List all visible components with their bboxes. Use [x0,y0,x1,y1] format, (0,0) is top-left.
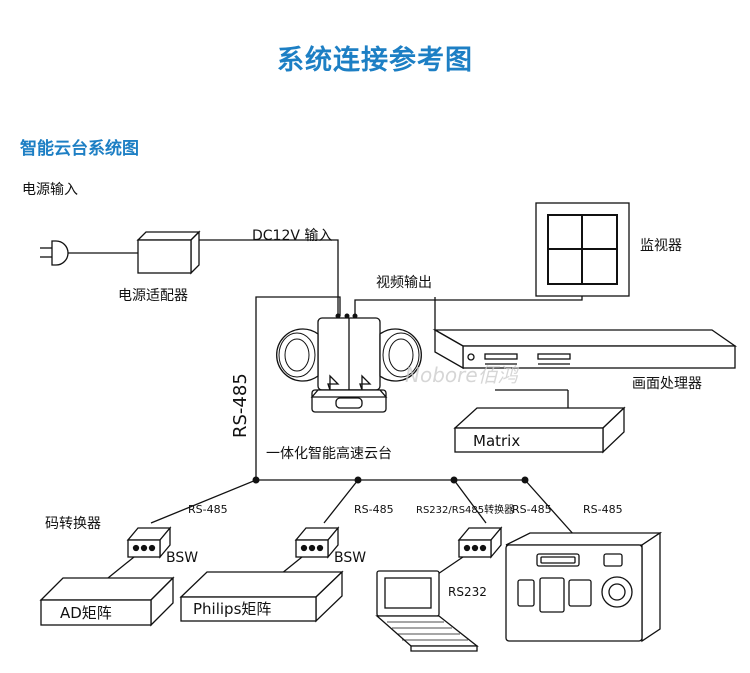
bsw-label-2: BSW [334,550,366,566]
philips-matrix-label: Philips矩阵 [193,600,271,618]
adapter-label: 电源适配器 [118,288,188,304]
philips-matrix-icon [179,570,344,623]
section-title: 智能云台系统图 [20,139,139,159]
bsw-label-1: BSW [166,550,198,566]
dc-input-label: DC12V 输入 [252,228,332,244]
ptz-camera-label: 一体化智能高速云台 [266,445,392,462]
laptop-icon [375,570,479,652]
page-title: 系统连接参考图 [277,45,473,76]
power-adapter-icon [136,230,201,275]
keyboard-controller-icon [505,531,663,643]
power-plug-icon [40,240,138,266]
rs485-branch-2-label: RS-485 [354,503,394,516]
code-converter-icon [107,526,172,579]
rs232-converter-icon [431,526,503,579]
rs232-label: RS232 [448,585,487,599]
video-processor-icon [432,328,738,370]
watermark: Nobore佰鸿 [405,363,520,387]
code-converter-icon [275,526,340,579]
rs485-branch-3-label: RS-485 [512,503,552,516]
ptz-camera-icon [276,317,422,413]
video-output-label: 视频输出 [376,275,432,291]
ad-matrix-label: AD矩阵 [60,604,112,622]
rs485-branch-1-label: RS-485 [188,503,228,516]
processor-label: 画面处理器 [632,376,702,392]
monitor-label: 监视器 [640,238,682,254]
junction-dots [252,313,529,484]
converter-label: 码转换器 [45,515,101,532]
power-input-label: 电源输入 [22,182,78,198]
rs485-vertical-label: RS-485 [230,373,251,438]
matrix-label: Matrix [473,432,520,450]
monitor-icon [535,202,630,297]
matrix-device-icon [453,406,626,454]
ad-matrix-icon [39,576,175,627]
rs232-converter-label: RS232/RS485转换器 [416,503,514,516]
rs485-branch-4-label: RS-485 [583,503,623,516]
